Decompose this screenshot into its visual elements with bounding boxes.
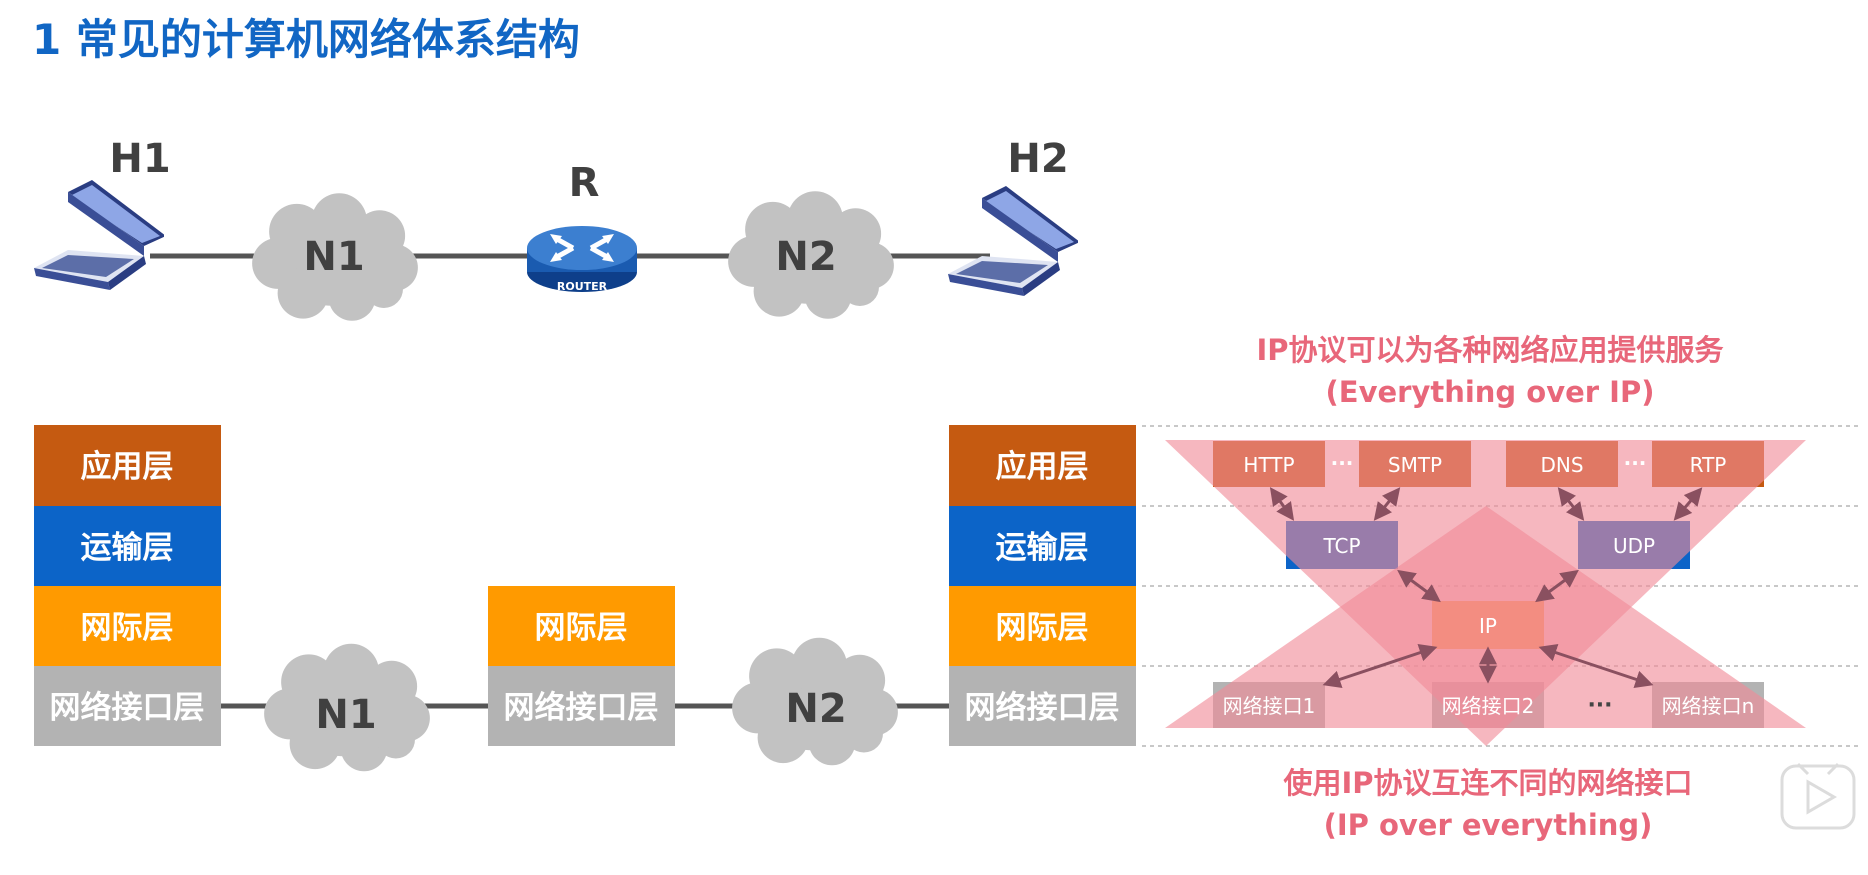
network-n2-label: N2 bbox=[775, 234, 836, 280]
laptop-h2-icon bbox=[948, 186, 1078, 296]
interface-n-label: 网络接口n bbox=[1662, 694, 1755, 718]
host2-application-layer bbox=[949, 425, 1136, 506]
router-r-label: R bbox=[569, 160, 600, 206]
arrow-ip-if1 bbox=[1322, 644, 1438, 688]
interface-1-label: 网络接口1 bbox=[1223, 694, 1316, 718]
protocol-ellipsis-1: ··· bbox=[1331, 451, 1354, 475]
host1-protocol-stack: 应用层 运输层 网际层 网络接口层 bbox=[34, 425, 221, 746]
interface-ellipsis: ··· bbox=[1587, 693, 1612, 718]
arrow-dns-udp bbox=[1557, 487, 1585, 521]
protocol-dns-label: DNS bbox=[1540, 453, 1583, 477]
host1-internet-label: 网际层 bbox=[81, 610, 174, 646]
layer-network-n2-label: N2 bbox=[785, 686, 846, 732]
layer-network-n1-label: N1 bbox=[315, 692, 376, 738]
host-h1-label: H1 bbox=[109, 136, 170, 182]
protocol-smtp-label: SMTP bbox=[1388, 453, 1442, 477]
arrow-ip-ifn bbox=[1538, 644, 1654, 688]
protocol-http-label: HTTP bbox=[1243, 453, 1294, 477]
network-n1-label: N1 bbox=[303, 234, 364, 280]
host2-internet-label: 网际层 bbox=[996, 610, 1089, 646]
protocol-ellipsis-2: ··· bbox=[1624, 451, 1647, 475]
arrow-http-tcp bbox=[1269, 487, 1295, 521]
hourglass-panel: IP协议可以为各种网络应用提供服务 (Everything over IP) bbox=[1142, 333, 1858, 842]
top-caption-line2: (Everything over IP) bbox=[1326, 375, 1655, 409]
router-protocol-stack: 网际层 网络接口层 bbox=[488, 586, 675, 746]
bottom-caption-line2: (IP over everything) bbox=[1324, 808, 1653, 842]
host2-transport-label: 运输层 bbox=[996, 530, 1089, 566]
host1-application-layer bbox=[34, 425, 221, 506]
protocol-udp-label: UDP bbox=[1613, 534, 1655, 558]
router-internet-label: 网际层 bbox=[535, 610, 628, 646]
top-caption-line1: IP协议可以为各种网络应用提供服务 bbox=[1256, 333, 1723, 367]
layer-topology: 应用层 运输层 网际层 网络接口层 N1 网际层 网络接口层 N2 应用层 运输… bbox=[34, 425, 1136, 772]
top-topology: H1 N1 ROUTER R N2 H2 bbox=[34, 136, 1078, 321]
page-title: 1 常见的计算机网络体系结构 bbox=[32, 15, 580, 64]
protocol-rtp-label: RTP bbox=[1690, 453, 1727, 477]
video-play-button[interactable] bbox=[1780, 762, 1856, 830]
host2-internet-layer bbox=[949, 586, 1136, 666]
host1-internet-layer bbox=[34, 586, 221, 666]
router-link-label: 网络接口层 bbox=[504, 690, 659, 726]
host2-protocol-stack: 应用层 运输层 网际层 网络接口层 bbox=[949, 425, 1136, 746]
laptop-h1-icon bbox=[34, 180, 164, 290]
router-link-layer bbox=[488, 666, 675, 746]
protocol-ip-label: IP bbox=[1479, 614, 1497, 638]
interface-2-label: 网络接口2 bbox=[1442, 694, 1535, 718]
arrow-smtp-tcp bbox=[1373, 487, 1401, 521]
play-icon bbox=[1806, 779, 1838, 815]
host2-transport-layer bbox=[949, 506, 1136, 586]
router-internet-layer bbox=[488, 586, 675, 666]
host1-transport-layer bbox=[34, 506, 221, 586]
arrow-rtp-udp bbox=[1673, 487, 1703, 521]
router-icon: ROUTER bbox=[527, 226, 637, 293]
host1-link-label: 网络接口层 bbox=[50, 690, 205, 726]
host2-link-layer bbox=[949, 666, 1136, 746]
host1-application-label: 应用层 bbox=[81, 449, 174, 485]
host1-link-layer bbox=[34, 666, 221, 746]
protocol-tcp-label: TCP bbox=[1322, 534, 1360, 558]
host2-application-label: 应用层 bbox=[996, 449, 1089, 485]
arrow-tcp-ip bbox=[1397, 569, 1441, 603]
host2-link-label: 网络接口层 bbox=[965, 690, 1120, 726]
router-badge: ROUTER bbox=[557, 280, 608, 293]
arrow-udp-ip bbox=[1535, 569, 1579, 603]
host-h2-label: H2 bbox=[1007, 136, 1068, 182]
bottom-caption-line1: 使用IP协议互连不同的网络接口 bbox=[1282, 766, 1692, 800]
host1-transport-label: 运输层 bbox=[81, 530, 174, 566]
